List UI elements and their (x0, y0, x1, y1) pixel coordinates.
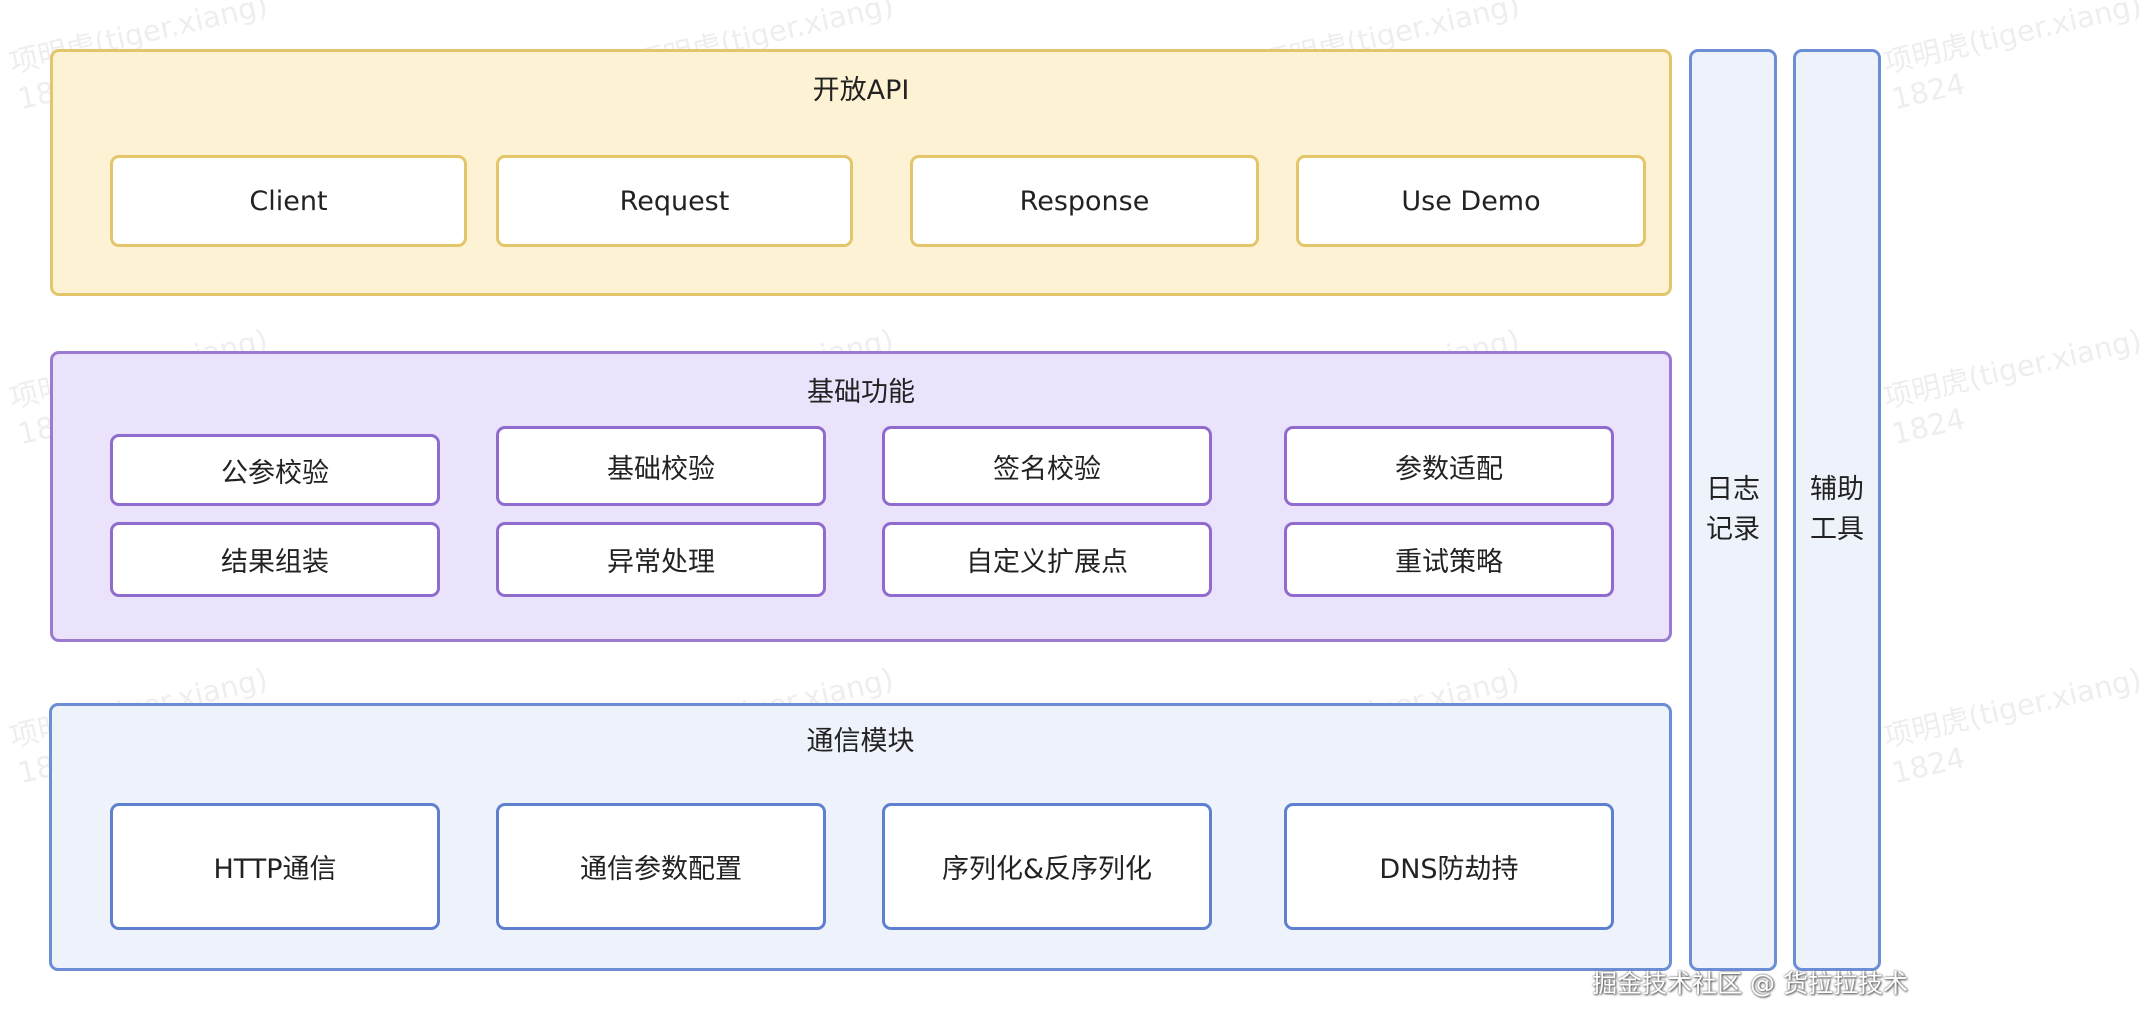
communication-title: 通信模块 (806, 726, 915, 757)
base-functions-title: 基础功能 (807, 377, 915, 408)
communication-panel: 通信模块 HTTP通信 通信参数配置 序列化&反序列化 DNS防劫持 (49, 703, 1672, 971)
base-signature-check-box: 签名校验 (882, 426, 1212, 506)
comm-serialization-box: 序列化&反序列化 (882, 803, 1212, 930)
base-custom-extension-box: 自定义扩展点 (882, 522, 1212, 597)
comm-param-config-box: 通信参数配置 (496, 803, 826, 930)
log-record-column: 日志记录 (1689, 49, 1777, 971)
base-exception-handling-box: 异常处理 (496, 522, 826, 597)
comm-dns-box: DNS防劫持 (1284, 803, 1614, 930)
base-result-assembly-box: 结果组装 (110, 522, 440, 597)
watermark: 项明虎(tiger.xiang) 1824 (1880, 0, 2145, 117)
watermark: 项明虎(tiger.xiang) 1824 (1880, 322, 2145, 452)
base-public-param-check-box: 公参校验 (110, 434, 440, 506)
log-record-label: 日志记录 (1706, 474, 1760, 545)
open-api-response-box: Response (910, 155, 1259, 247)
open-api-title: 开放API (812, 75, 910, 106)
base-functions-panel: 基础功能 公参校验 基础校验 签名校验 参数适配 结果组装 异常处理 自定义扩展… (50, 351, 1672, 642)
aux-tools-column: 辅助工具 (1793, 49, 1881, 971)
comm-http-box: HTTP通信 (110, 803, 440, 930)
architecture-diagram: 项明虎(tiger.xiang) 1824 项明虎(tiger.xiang) 1… (6, 0, 2144, 998)
base-basic-check-box: 基础校验 (496, 426, 826, 506)
base-param-adapt-box: 参数适配 (1284, 426, 1614, 506)
watermark: 项明虎(tiger.xiang) 1824 (1880, 661, 2145, 791)
open-api-request-box: Request (496, 155, 853, 247)
open-api-client-box: Client (110, 155, 467, 247)
source-credit: 掘金技术社区 @ 货拉拉技术 (1592, 969, 1908, 998)
aux-tools-label: 辅助工具 (1810, 474, 1864, 545)
open-api-use-demo-box: Use Demo (1296, 155, 1646, 247)
base-retry-strategy-box: 重试策略 (1284, 522, 1614, 597)
open-api-panel: 开放API Client Request Response Use Demo (50, 49, 1672, 296)
